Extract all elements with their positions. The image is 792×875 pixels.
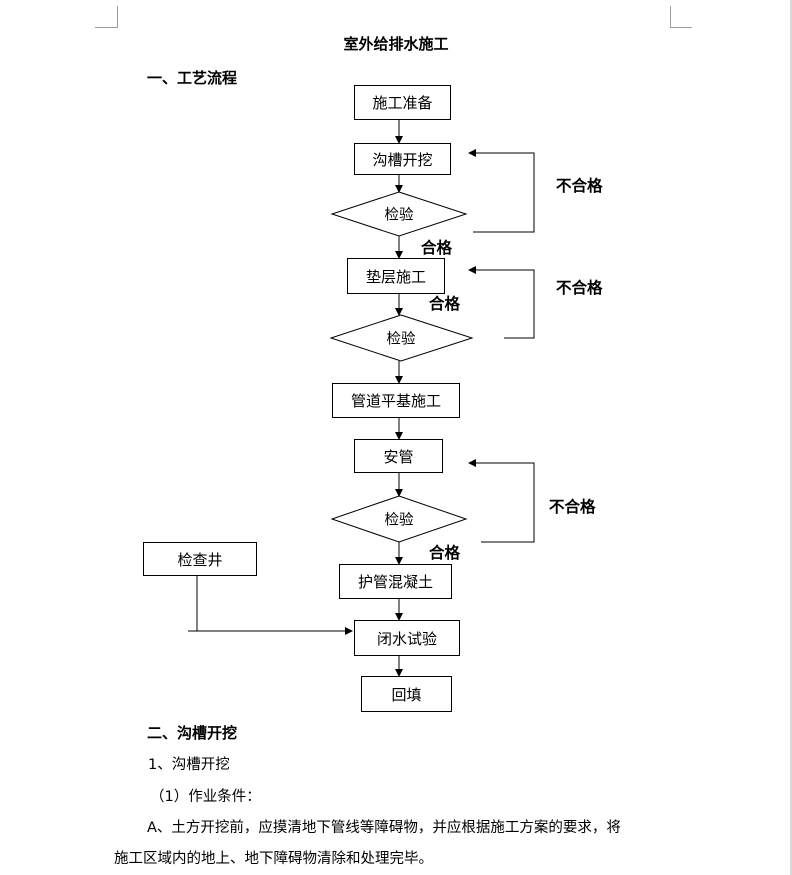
crop-mark-right-v	[670, 6, 671, 28]
label-fail-3: 不合格	[549, 498, 596, 516]
step-base: 管道平基施工	[332, 383, 460, 418]
check1-label: 检验	[384, 207, 414, 224]
crop-mark-right-h	[670, 27, 692, 28]
step-prep: 施工准备	[354, 85, 451, 120]
check3-label: 检验	[384, 512, 414, 529]
loop-fail-1	[468, 149, 535, 233]
crop-mark-left-h	[95, 27, 117, 28]
paragraph-line-2: 施工区域内的地上、地下障碍物清除和处理完毕。	[114, 851, 433, 867]
step-water-test: 闭水试验	[354, 620, 460, 656]
diamond-check2	[329, 314, 474, 362]
label-fail-2: 不合格	[556, 279, 603, 297]
subsection-conditions: （1）作业条件：	[150, 789, 261, 805]
step-cushion: 垫层施工	[347, 258, 445, 294]
label-fail-1: 不合格	[556, 177, 603, 195]
step-trench: 沟槽开挖	[354, 143, 451, 175]
section-heading-trench: 二、沟槽开挖	[147, 724, 238, 742]
step-concrete: 护管混凝土	[339, 564, 452, 599]
step-backfill: 回填	[361, 676, 452, 712]
label-pass-2: 合格	[429, 295, 461, 313]
diamond-check1	[330, 191, 468, 237]
loop-fail-3	[468, 459, 535, 543]
document-title: 室外给排水施工	[343, 35, 449, 53]
label-pass-1: 合格	[421, 239, 453, 257]
subsection-trench: 1、沟槽开挖	[148, 757, 230, 773]
loop-fail-2	[468, 266, 535, 339]
step-install: 安管	[354, 439, 443, 473]
paragraph-line-1: A、土方开挖前，应摸清地下管线等障碍物，并应根据施工方案的要求，将	[147, 820, 621, 836]
page-edge	[790, 0, 792, 875]
step-inspection-well: 检查井	[143, 542, 257, 576]
diamond-check3	[330, 495, 468, 543]
section-heading-process: 一、工艺流程	[147, 69, 238, 87]
check2-label: 检验	[386, 331, 416, 348]
label-pass-3: 合格	[429, 544, 461, 562]
crop-mark-left-v	[117, 6, 118, 28]
